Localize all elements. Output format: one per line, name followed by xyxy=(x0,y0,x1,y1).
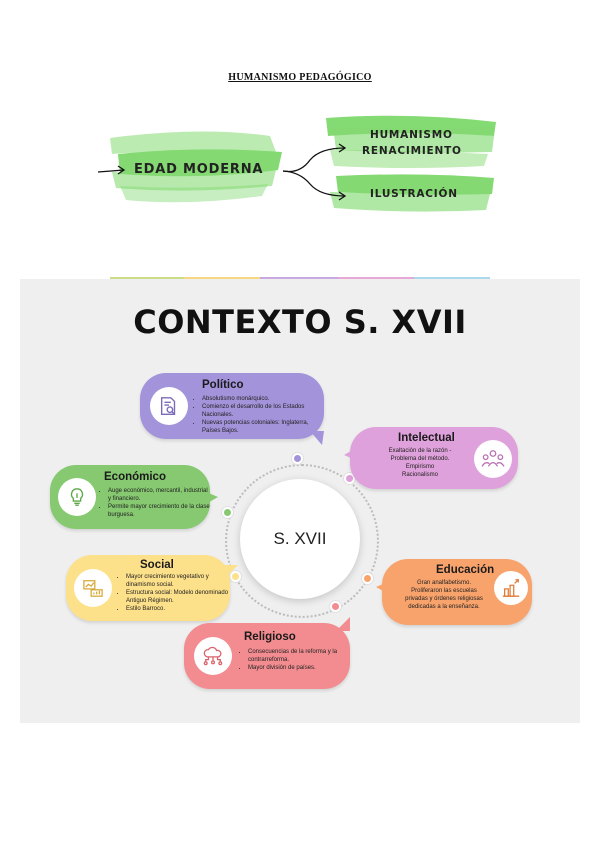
list-item: Nuevas potencias coloniales: Inglaterra,… xyxy=(202,419,326,435)
center-label: S. XVII xyxy=(273,529,327,548)
card-intelectual: Intelectual Exaltación de la razón - Pro… xyxy=(344,427,518,489)
card-politico: Político Absolutismo monárquico. Comienz… xyxy=(140,373,326,445)
text-line: dedicadas a la enseñanza. xyxy=(408,604,480,610)
infographic-panel: CONTEXTO S. XVII S. XVII Político Absolu… xyxy=(20,279,580,723)
document-title: HUMANISMO PEDAGÓGICO xyxy=(228,72,372,83)
text-line: Problema del método. xyxy=(390,456,450,462)
dot-social xyxy=(230,571,241,582)
card-social-list: Mayor crecimiento vegetativo y dinamismo… xyxy=(118,573,234,613)
dot-politico xyxy=(292,453,303,464)
card-intelectual-title: Intelectual xyxy=(398,432,455,444)
cloud-network-icon xyxy=(203,646,223,666)
bar-chart-icon xyxy=(502,579,520,597)
list-item: Estilo Barroco. xyxy=(126,605,234,613)
stripe-1 xyxy=(110,277,184,280)
text-line: Proliferaron las escuelas xyxy=(411,588,477,594)
people-group-icon xyxy=(481,450,505,467)
concept-map: EDAD MODERNA HUMANISMO RENACIMIENTO ILUS… xyxy=(0,110,600,230)
map-root-label: EDAD MODERNA xyxy=(134,162,264,177)
list-item: Comienzo el desarrollo de los Estados Na… xyxy=(202,403,326,419)
list-item: Auge económico, mercantil, industrial y … xyxy=(108,487,212,503)
text-line: Exaltación de la razón - xyxy=(388,448,452,454)
dot-religioso xyxy=(330,601,341,612)
text-line: Empirismo xyxy=(405,464,435,470)
card-social-title: Social xyxy=(140,559,174,571)
list-item: Estructura social: Modelo denominado Ant… xyxy=(126,589,234,605)
stripe-4 xyxy=(338,277,414,280)
card-economico: Económico Auge económico, mercantil, ind… xyxy=(50,465,218,529)
infographic-title: CONTEXTO S. XVII xyxy=(133,303,467,341)
card-educacion-text: Gran analfabetismo. Proliferaron las esc… xyxy=(394,579,494,611)
card-intelectual-text: Exaltación de la razón - Problema del mé… xyxy=(370,447,470,479)
document-search-icon xyxy=(160,397,176,415)
dot-educacion xyxy=(362,573,373,584)
card-religioso-title: Religioso xyxy=(244,631,296,643)
map-branch-1-line1: HUMANISMO xyxy=(370,129,453,141)
card-intelectual-icon-wrap xyxy=(474,440,512,478)
list-item: Mayor división de países. xyxy=(248,664,352,672)
card-politico-icon-wrap xyxy=(150,387,188,425)
text-line: Racionalismo xyxy=(401,472,438,478)
card-politico-list: Absolutismo monárquico. Comienzo el desa… xyxy=(194,395,326,435)
stripe-3 xyxy=(260,277,338,280)
map-branch-2-label: ILUSTRACIÓN xyxy=(370,188,458,200)
list-item: Absolutismo monárquico. xyxy=(202,395,326,403)
text-line: Gran analfabetismo. xyxy=(416,580,472,586)
card-educacion: Educación Gran analfabetismo. Proliferar… xyxy=(376,559,532,625)
card-politico-title: Político xyxy=(202,379,244,391)
dot-economico xyxy=(222,507,233,518)
stripe-2 xyxy=(184,277,260,280)
card-educacion-icon-wrap xyxy=(494,571,528,605)
highlighter-marks xyxy=(97,115,496,212)
map-branch-1-line2: RENACIMIENTO xyxy=(362,145,462,157)
charts-icon xyxy=(83,580,103,597)
card-educacion-title: Educación xyxy=(436,564,495,576)
card-economico-icon-wrap xyxy=(58,478,96,516)
card-economico-list: Auge económico, mercantil, industrial y … xyxy=(100,487,212,519)
card-religioso-list: Consecuencias de la reforma y la contrar… xyxy=(240,648,352,672)
lightbulb-icon xyxy=(70,488,84,506)
list-item: Consecuencias de la reforma y la contrar… xyxy=(248,648,352,664)
center-ring xyxy=(225,464,379,618)
card-economico-title: Económico xyxy=(104,471,166,483)
stripe-5 xyxy=(414,277,490,280)
text-line: privadas y órdenes religiosas xyxy=(405,596,483,602)
card-religioso-icon-wrap xyxy=(194,637,232,675)
card-social: Social Mayor crecimiento vegetativo y di… xyxy=(66,555,238,621)
card-religioso: Religioso Consecuencias de la reforma y … xyxy=(184,617,352,689)
list-item: Permite mayor crecimiento de la clase bu… xyxy=(108,503,212,519)
dot-intelectual xyxy=(344,473,355,484)
center-circle: S. XVII xyxy=(240,479,360,599)
list-item: Mayor crecimiento vegetativo y dinamismo… xyxy=(126,573,234,589)
card-social-icon-wrap xyxy=(74,569,112,607)
